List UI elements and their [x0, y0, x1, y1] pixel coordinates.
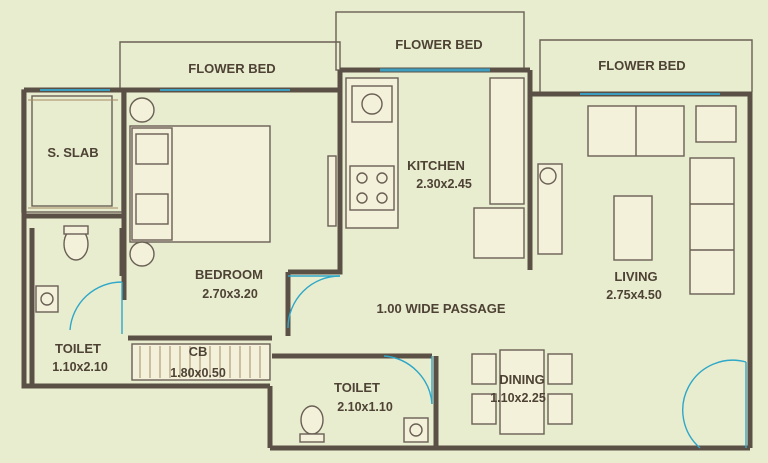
bedroom-wardrobe-door — [327, 155, 337, 227]
bedroom-label: BEDROOM — [195, 267, 263, 282]
s-slab-label: S. SLAB — [47, 145, 98, 160]
bedroom-size: 2.70x3.20 — [202, 287, 258, 301]
living-size: 2.75x4.50 — [606, 288, 662, 302]
passage-label: 1.00 WIDE PASSAGE — [376, 301, 505, 316]
dining-label: DINING — [499, 372, 545, 387]
toilet-left-label: TOILET — [55, 341, 101, 356]
cb-cupboard — [131, 343, 271, 381]
dining-size: 1.10x2.25 — [490, 391, 546, 405]
cb-label: CB — [189, 344, 208, 359]
dining-set — [471, 349, 573, 435]
kitchen-label: KITCHEN — [407, 158, 465, 173]
flower-bed-center-label: FLOWER BED — [395, 37, 482, 52]
door-swings — [69, 275, 747, 449]
living-furniture — [537, 105, 737, 295]
flower-bed-right-label: FLOWER BED — [598, 58, 685, 73]
toilet-fixtures — [35, 225, 429, 443]
toilet-center-label: TOILET — [334, 380, 380, 395]
kitchen-size: 2.30x2.45 — [416, 177, 472, 191]
flower-bed-outlines — [119, 11, 753, 92]
cb-size: 1.80x0.50 — [170, 366, 226, 380]
kitchen-counter — [345, 77, 525, 259]
bed — [129, 97, 271, 267]
slab-hatch — [28, 99, 118, 209]
windows — [40, 68, 720, 95]
toilet-left-size: 1.10x2.10 — [52, 360, 108, 374]
flower-bed-left-label: FLOWER BED — [188, 61, 275, 76]
living-label: LIVING — [614, 269, 657, 284]
toilet-center-size: 2.10x1.10 — [337, 400, 393, 414]
